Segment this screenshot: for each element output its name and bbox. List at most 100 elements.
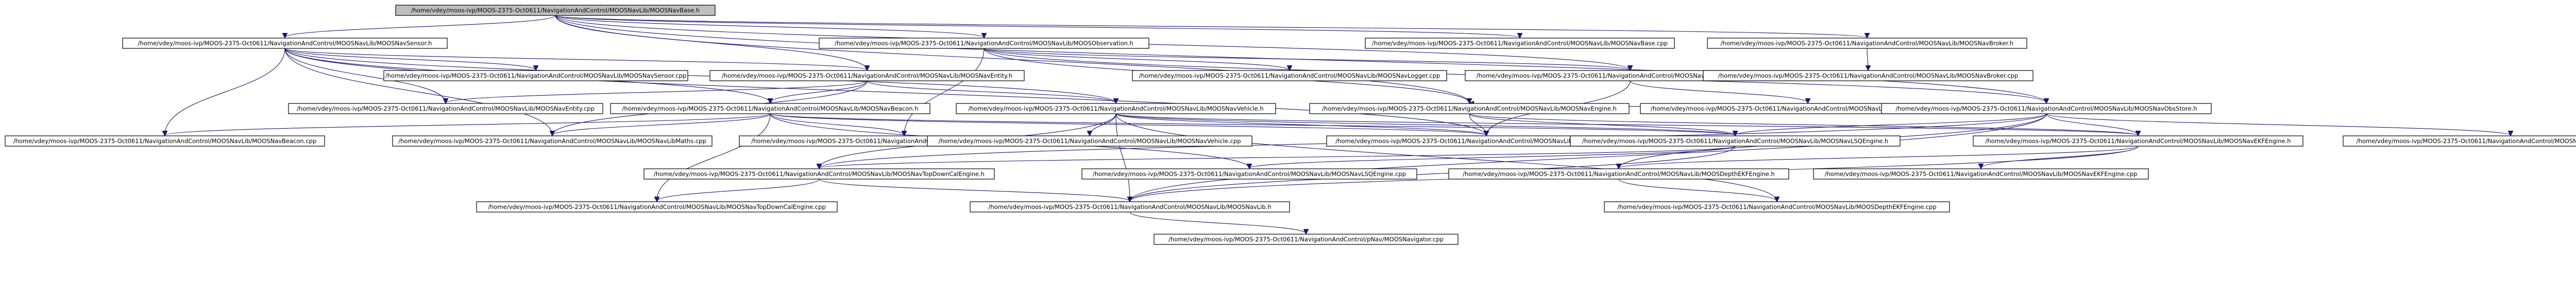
- graph-node-navdepthekf-h[interactable]: /home/vdey/moos-ivp/MOOS-2375-Oct0611/Na…: [1448, 168, 1789, 180]
- dependency-edge-16: [984, 48, 1290, 70]
- node-label: /home/vdey/moos-ivp/MOOS-2375-Oct0611/Na…: [13, 137, 317, 145]
- node-box: [610, 103, 930, 114]
- node-box: [1973, 135, 2303, 147]
- node-label: /home/vdey/moos-ivp/MOOS-2375-Oct0611/Na…: [411, 7, 700, 14]
- dependency-edge-56: [1619, 146, 2139, 168]
- node-label: /home/vdey/moos-ivp/MOOS-2375-Oct0611/Na…: [138, 40, 432, 47]
- node-label: /home/vdey/moos-ivp/MOOS-2375-Oct0611/Na…: [1896, 105, 2197, 112]
- dependency-edge-55: [1981, 146, 2139, 168]
- node-label: /home/vdey/moos-ivp/MOOS-2375-Oct0611/Na…: [2357, 137, 2576, 145]
- graph-node-navbeacon-cpp[interactable]: /home/vdey/moos-ivp/MOOS-2375-Oct0611/Na…: [5, 135, 325, 147]
- dependency-edge-54: [1130, 146, 1736, 201]
- graph-node-navekfengine-h[interactable]: /home/vdey/moos-ivp/MOOS-2375-Oct0611/Na…: [1973, 135, 2303, 147]
- node-label: /home/vdey/moos-ivp/MOOS-2375-Oct0611/Na…: [488, 203, 826, 210]
- node-box: [1132, 70, 1447, 81]
- node-label: /home/vdey/moos-ivp/MOOS-2375-Oct0611/Na…: [1093, 170, 1406, 178]
- dependency-edge-13: [284, 48, 1116, 103]
- dependency-edge-14: [284, 48, 552, 135]
- graph-node-navvehicle-h[interactable]: /home/vdey/moos-ivp/MOOS-2375-Oct0611/Na…: [956, 103, 1276, 114]
- graph-node-navbase-cpp[interactable]: /home/vdey/moos-ivp/MOOS-2375-Oct0611/Na…: [1365, 38, 1675, 49]
- graph-node-observation-h[interactable]: /home/vdey/moos-ivp/MOOS-2375-Oct0611/Na…: [819, 38, 1149, 49]
- edges-layer: [165, 15, 2511, 234]
- graph-node-navlib-h[interactable]: /home/vdey/moos-ivp/MOOS-2375-Oct0611/Na…: [970, 201, 1290, 213]
- dependency-edge-8: [284, 48, 536, 70]
- dependency-edge-59: [819, 179, 1130, 201]
- node-label: /home/vdey/moos-ivp/MOOS-2375-Oct0611/Na…: [654, 170, 985, 178]
- node-box: [970, 201, 1290, 213]
- node-box: [1081, 168, 1417, 180]
- dependency-edge-60: [1618, 179, 1777, 201]
- node-box: [1707, 38, 2027, 49]
- graph-node-navdepthekf-cpp[interactable]: /home/vdey/moos-ivp/MOOS-2375-Oct0611/Na…: [1604, 201, 1950, 213]
- dependency-edge-3: [555, 15, 1867, 38]
- node-box: [819, 38, 1149, 49]
- graph-node-navbase-h[interactable]: /home/vdey/moos-ivp/MOOS-2375-Oct0611/Na…: [395, 5, 716, 16]
- dependency-edge-51: [1130, 113, 2047, 201]
- node-label: /home/vdey/moos-ivp/MOOS-2375-Oct0611/Na…: [1322, 105, 1617, 112]
- node-label: /home/vdey/moos-ivp/MOOS-2375-Oct0611/Na…: [1168, 236, 1444, 243]
- graph-node-naventity-h[interactable]: /home/vdey/moos-ivp/MOOS-2375-Oct0611/Na…: [709, 70, 1025, 81]
- dependency-edge-9: [284, 48, 867, 70]
- dependency-edge-41: [1115, 113, 1777, 201]
- graph-node-navlogger-cpp[interactable]: /home/vdey/moos-ivp/MOOS-2375-Oct0611/Na…: [1132, 70, 1447, 81]
- dependency-edge-43: [1469, 113, 1735, 135]
- node-label: /home/vdey/moos-ivp/MOOS-2375-Oct0611/Na…: [1582, 137, 1888, 145]
- node-label: /home/vdey/moos-ivp/MOOS-2375-Oct0611/Na…: [1985, 137, 2291, 145]
- dependency-edge-31: [770, 113, 1486, 135]
- dependency-edge-39: [1115, 113, 2138, 135]
- dependency-edge-4: [555, 15, 867, 70]
- node-box: [643, 168, 995, 180]
- node-box: [5, 135, 325, 147]
- graph-node-navbroker-cpp[interactable]: /home/vdey/moos-ivp/MOOS-2375-Oct0611/Na…: [1703, 70, 2033, 81]
- node-box: [1365, 38, 1675, 49]
- node-label: /home/vdey/moos-ivp/MOOS-2375-Oct0611/Na…: [988, 203, 1271, 210]
- dependency-edge-26: [1630, 80, 1808, 103]
- graph-node-navlsqengine-h[interactable]: /home/vdey/moos-ivp/MOOS-2375-Oct0611/Na…: [1570, 135, 1901, 147]
- dependency-edge-48: [2046, 113, 2138, 135]
- dependency-edge-24: [867, 80, 1116, 103]
- graph-node-navobsstore-h[interactable]: /home/vdey/moos-ivp/MOOS-2375-Oct0611/Na…: [1881, 103, 2212, 114]
- dependency-edge-23: [770, 80, 868, 103]
- node-box: [1570, 135, 1901, 147]
- dependency-edge-17: [984, 48, 1630, 70]
- node-box: [956, 103, 1276, 114]
- graph-node-navsensor-h[interactable]: /home/vdey/moos-ivp/MOOS-2375-Oct0611/Na…: [122, 38, 448, 49]
- node-label: /home/vdey/moos-ivp/MOOS-2375-Oct0611/Na…: [1718, 72, 2018, 79]
- graph-node-naventity-cpp[interactable]: /home/vdey/moos-ivp/MOOS-2375-Oct0611/Na…: [288, 103, 603, 114]
- graph-node-navengine-h[interactable]: /home/vdey/moos-ivp/MOOS-2375-Oct0611/Na…: [1309, 103, 1630, 114]
- node-box: [288, 103, 603, 114]
- dependency-edge-53: [819, 146, 1736, 168]
- graph-node-navekfengine-cpp[interactable]: /home/vdey/moos-ivp/MOOS-2375-Oct0611/Na…: [1813, 168, 2149, 180]
- graph-node-navvehicle-cpp[interactable]: /home/vdey/moos-ivp/MOOS-2375-Oct0611/Na…: [927, 135, 1252, 147]
- dependency-edge-40: [1115, 113, 1130, 201]
- graph-node-navbroker-h[interactable]: /home/vdey/moos-ivp/MOOS-2375-Oct0611/Na…: [1707, 38, 2027, 49]
- graph-node-navtopdowncal-h[interactable]: /home/vdey/moos-ivp/MOOS-2375-Oct0611/Na…: [643, 168, 995, 180]
- dependency-edge-38: [1115, 113, 1735, 135]
- graph-node-navigator-cpp[interactable]: /home/vdey/moos-ivp/MOOS-2375-Oct0611/Na…: [1154, 234, 1459, 245]
- dependency-edge-42: [1469, 113, 1486, 135]
- dependency-edge-2: [555, 15, 1520, 38]
- graph-node-navobsstore-cpp[interactable]: /home/vdey/moos-ivp/MOOS-2375-Oct0611/Na…: [2343, 135, 2576, 147]
- dependency-edge-29: [552, 113, 771, 135]
- dependency-edge-10: [284, 48, 446, 103]
- dependency-edge-52: [1249, 146, 1736, 168]
- nodes-layer: /home/vdey/moos-ivp/MOOS-2375-Oct0611/Na…: [5, 5, 2576, 245]
- dependency-edge-15: [284, 48, 1486, 135]
- dependency-edge-28: [165, 113, 771, 135]
- node-label: /home/vdey/moos-ivp/MOOS-2375-Oct0611/Na…: [385, 72, 686, 79]
- node-box: [1309, 103, 1630, 114]
- dependency-edge-30: [770, 113, 904, 135]
- dependency-edge-35: [1090, 113, 1116, 135]
- graph-node-navlsqengine-cpp[interactable]: /home/vdey/moos-ivp/MOOS-2375-Oct0611/Na…: [1081, 168, 1417, 180]
- node-box: [709, 70, 1025, 81]
- node-box: [1448, 168, 1789, 180]
- graph-node-navutilmaths-cpp[interactable]: /home/vdey/moos-ivp/MOOS-2375-Oct0611/Na…: [392, 135, 713, 147]
- node-box: [122, 38, 448, 49]
- graph-node-navsensor-cpp[interactable]: /home/vdey/moos-ivp/MOOS-2375-Oct0611/Na…: [383, 70, 688, 81]
- graph-node-navtopdowncal-cpp[interactable]: /home/vdey/moos-ivp/MOOS-2375-Oct0611/Na…: [476, 201, 838, 213]
- node-box: [1881, 103, 2212, 114]
- dependency-edge-6: [555, 15, 1469, 103]
- node-label: /home/vdey/moos-ivp/MOOS-2375-Oct0611/Na…: [1721, 40, 2014, 47]
- graph-node-navbeacon-h[interactable]: /home/vdey/moos-ivp/MOOS-2375-Oct0611/Na…: [610, 103, 930, 114]
